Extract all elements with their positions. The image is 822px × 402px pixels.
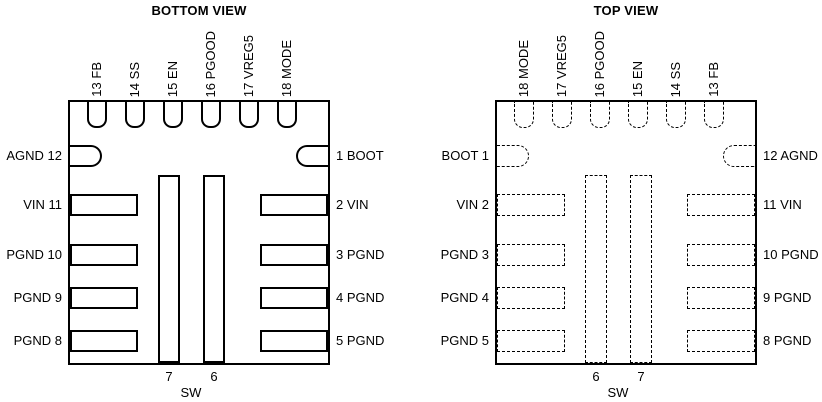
pin-pad-top (239, 102, 259, 128)
pin-pad-left (497, 330, 565, 352)
pin-pad-left (497, 287, 565, 309)
pin-pad-left (70, 330, 138, 352)
pin-pad-top (277, 102, 297, 128)
pin-label-right: 3 PGND (336, 247, 385, 262)
pin-label-top: 13 FB (706, 62, 721, 97)
pin-label-top: 14 SS (668, 61, 683, 97)
pin-label-top: 17 VREG5 (241, 34, 256, 97)
pin-pad-right (687, 287, 755, 309)
pin-label-top: 17 VREG5 (554, 34, 569, 97)
package-outline (68, 100, 330, 365)
pin-pad-sw (630, 175, 652, 363)
pin-pad-left (70, 287, 138, 309)
pin-label-top: 18 MODE (279, 39, 294, 97)
pin-label-top: 18 MODE (516, 39, 531, 97)
pin-label-left: PGND 5 (440, 333, 489, 348)
pin-pad-right (687, 244, 755, 266)
pin-pad-top (552, 102, 572, 128)
pin-pad-corner-right (723, 145, 755, 167)
pin-label-right: 2 VIN (336, 197, 369, 212)
package-outline (495, 100, 757, 365)
pin-label-left: PGND 3 (440, 247, 489, 262)
pin-pad-sw (585, 175, 607, 363)
pin-label-left: PGND 10 (6, 247, 62, 262)
pin-pad-corner-left (70, 145, 102, 167)
pin-pad-left (497, 244, 565, 266)
pin-label-right: 5 PGND (336, 333, 385, 348)
pin-pad-left (70, 244, 138, 266)
pin-pad-right (687, 330, 755, 352)
pin-label-bottom: 6 (210, 369, 218, 384)
pin-label-right: 8 PGND (763, 333, 812, 348)
pin-pad-top (163, 102, 183, 128)
pin-pad-right (260, 194, 328, 216)
sw-label: SW (607, 385, 629, 400)
pin-label-left: PGND 8 (13, 333, 62, 348)
pin-pad-top (125, 102, 145, 128)
pin-pad-left (70, 194, 138, 216)
pin-label-right: 4 PGND (336, 290, 385, 305)
pin-pad-sw (158, 175, 180, 363)
pin-pad-right (260, 330, 328, 352)
pin-pad-top (201, 102, 221, 128)
pin-label-top: 13 FB (89, 62, 104, 97)
pin-label-top: 14 SS (127, 61, 142, 97)
pin-pad-right (260, 244, 328, 266)
diagram-top-view: TOP VIEW 18 MODE 17 VREG5 16 PGOOD 15 EN… (427, 0, 822, 402)
pin-pad-top (590, 102, 610, 128)
sw-label: SW (180, 385, 202, 400)
pin-label-left: PGND 4 (440, 290, 489, 305)
pin-pad-top (628, 102, 648, 128)
pin-label-left: AGND 12 (6, 148, 62, 163)
pin-label-right: 11 VIN (763, 197, 802, 212)
pin-pad-corner-right (296, 145, 328, 167)
diagram-bottom-view: BOTTOM VIEW 13 FB 14 SS 15 EN 16 PGOOD 1… (0, 0, 402, 402)
pin-label-left: PGND 9 (13, 290, 62, 305)
pin-label-right: 10 PGND (763, 247, 819, 262)
pin-pad-top (87, 102, 107, 128)
pin-pad-top (704, 102, 724, 128)
pin-pad-right (260, 287, 328, 309)
pin-pad-left (497, 194, 565, 216)
pin-label-left: BOOT 1 (441, 148, 489, 163)
pin-pad-right (687, 194, 755, 216)
pin-label-left: VIN 11 (23, 197, 62, 212)
pin-label-bottom: 7 (165, 369, 173, 384)
pin-pad-sw (203, 175, 225, 363)
pin-label-top: 15 EN (630, 60, 645, 97)
diagram-title: BOTTOM VIEW (151, 3, 247, 18)
pin-label-top: 16 PGOOD (592, 30, 607, 97)
pin-pad-top (666, 102, 686, 128)
pin-label-top: 16 PGOOD (203, 30, 218, 97)
pin-label-right: 9 PGND (763, 290, 812, 305)
pin-pad-top (514, 102, 534, 128)
pin-pad-corner-left (497, 145, 529, 167)
pin-label-right: 1 BOOT (336, 148, 384, 163)
pin-label-left: VIN 2 (456, 197, 489, 212)
pin-label-bottom: 7 (637, 369, 645, 384)
pin-label-top: 15 EN (165, 60, 180, 97)
pin-label-right: 12 AGND (763, 148, 818, 163)
pin-label-bottom: 6 (592, 369, 600, 384)
diagram-title: TOP VIEW (593, 3, 659, 18)
